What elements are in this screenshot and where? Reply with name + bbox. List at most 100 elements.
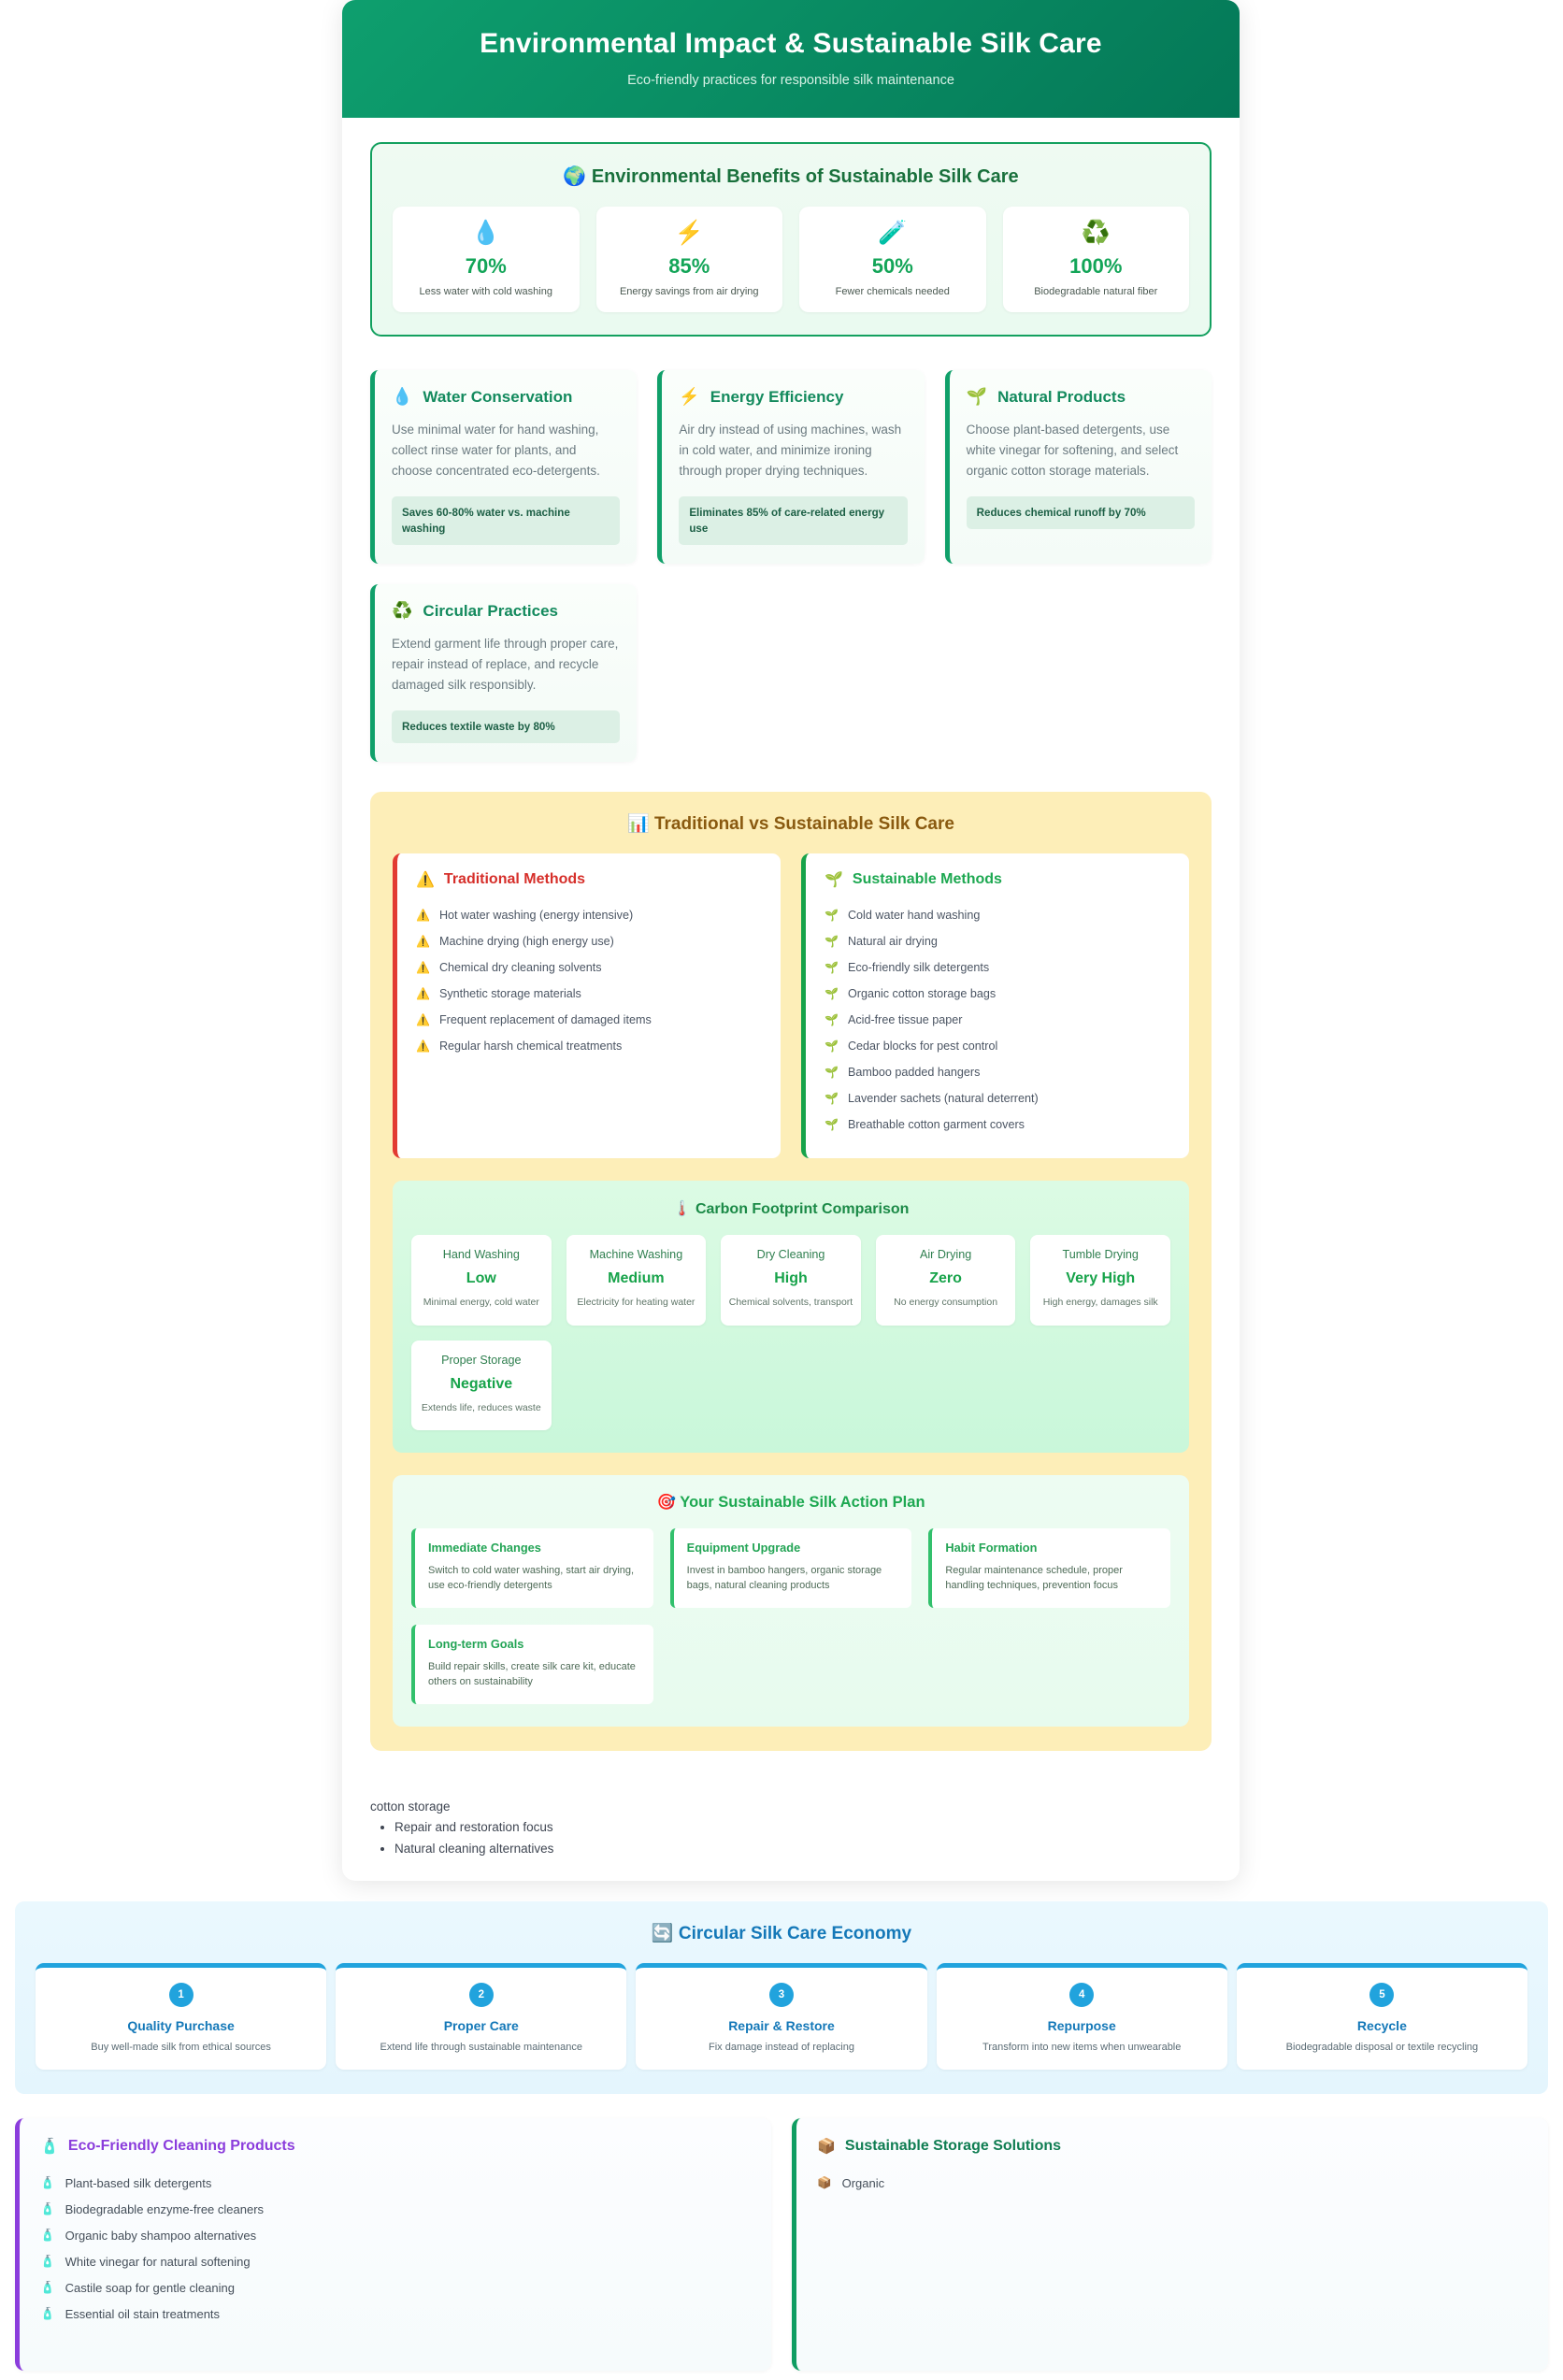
list-item: 🌱Bamboo padded hangers xyxy=(825,1059,1170,1085)
action-card-desc: Invest in bamboo hangers, organic storag… xyxy=(686,1564,882,1592)
practice-card-energy-efficiency: ⚡ Energy Efficiency Air dry instead of u… xyxy=(657,370,925,565)
sustainable-storage-solutions-panel: 📦 Sustainable Storage Solutions 📦Organic xyxy=(792,2117,1548,2371)
step-desc: Fix damage instead of replacing xyxy=(709,2041,854,2053)
step-number-badge: 4 xyxy=(1069,1982,1095,2007)
seedling-icon: 🌱 xyxy=(825,934,839,948)
action-plan-grid-row-2: Long-term Goals Build repair skills, cre… xyxy=(411,1624,1170,1704)
soap-bottle-icon: 🧴 xyxy=(40,2138,59,2155)
grid-spacer xyxy=(876,1341,1016,1430)
list-item: ⚠️ Machine drying (high energy use) xyxy=(416,928,762,954)
stat-card: ⚡ 85% Energy savings from air drying xyxy=(595,207,782,312)
list-item-text: Organic baby shampoo alternatives xyxy=(65,2229,257,2244)
circular-economy-grid: 1 Quality Purchase Buy well-made silk fr… xyxy=(36,1962,1527,2070)
list-item: 🌱Cold water hand washing xyxy=(825,902,1170,928)
recycle-icon: ♻️ xyxy=(1081,220,1111,246)
warning-icon: ⚠️ xyxy=(416,934,430,948)
carbon-note: Chemical solvents, transport xyxy=(728,1297,853,1309)
stat-value: 100% xyxy=(1069,254,1123,278)
list-item: ⚠️Hot water washing (energy intensive) xyxy=(416,902,762,928)
practice-title: 💧 Water Conservation xyxy=(392,387,620,407)
list-item: Repair and restoration focus xyxy=(394,1817,1212,1839)
soap-bottle-icon: 🧴 xyxy=(40,2281,55,2295)
stat-card: ♻️ 100% Biodegradable natural fiber xyxy=(1002,207,1189,312)
main-card: Environmental Impact & Sustainable Silk … xyxy=(342,0,1240,1881)
list-item-text: Biodegradable enzyme-free cleaners xyxy=(65,2202,265,2217)
water-drop-icon: 💧 xyxy=(392,387,413,406)
economy-step-repurpose: 4 Repurpose Transform into new items whe… xyxy=(936,1962,1227,2070)
stat-card: 🧪 50% Fewer chemicals needed xyxy=(799,207,986,312)
step-title: Repurpose xyxy=(1047,2017,1116,2033)
carbon-level: Negative xyxy=(450,1375,513,1392)
practice-title-text: Circular Practices xyxy=(423,601,559,620)
stat-label: Energy savings from air drying xyxy=(619,286,759,297)
action-card-desc: Build repair skills, create silk care ki… xyxy=(428,1660,636,1688)
stat-card: 💧 70% Less water with cold washing xyxy=(393,207,580,312)
seedling-icon: 🌱 xyxy=(825,1117,839,1131)
traditional-methods-title: ⚠️ Traditional Methods xyxy=(416,870,762,889)
action-card-habit-formation: Habit Formation Regular maintenance sche… xyxy=(928,1527,1170,1608)
practice-impact-badge: Reduces textile waste by 80% xyxy=(392,710,621,744)
comparison-columns: ⚠️ Traditional Methods ⚠️Hot water washi… xyxy=(393,853,1189,1159)
practice-description: Extend garment life through proper care,… xyxy=(392,637,619,693)
list-item: 🌱 Eco-friendly silk detergents xyxy=(825,954,1170,981)
action-plan-grid-row-1: Immediate Changes Switch to cold water w… xyxy=(411,1527,1170,1608)
trailing-text-fragment: cotton storage Repair and restoration fo… xyxy=(342,1783,1240,1881)
action-card-desc: Switch to cold water washing, start air … xyxy=(428,1564,635,1592)
seedling-icon: 🌱 xyxy=(825,960,839,974)
soap-bottle-icon: 🧴 xyxy=(40,2176,55,2190)
carbon-note: No energy consumption xyxy=(894,1297,998,1309)
circular-economy-heading: 🔄 Circular Silk Care Economy xyxy=(651,1923,912,1943)
list-item: ⚠️Frequent replacement of damaged items xyxy=(416,1007,762,1033)
action-card-title: Equipment Upgrade xyxy=(686,1540,801,1555)
carbon-card: Proper Storage Negative Extends life, re… xyxy=(411,1340,552,1430)
soap-bottle-icon: 🧴 xyxy=(40,2202,55,2216)
step-title: Quality Purchase xyxy=(127,2017,235,2033)
list-item: 🌱Natural air drying xyxy=(825,928,1170,954)
seedling-icon: 🌱 xyxy=(825,1091,839,1105)
practice-grid-row-2: ♻️ Circular Practices Extend garment lif… xyxy=(370,584,1212,763)
eco-friendly-cleaning-products-panel: 🧴 Eco-Friendly Cleaning Products 🧴Plant-… xyxy=(15,2117,771,2371)
carbon-method: Air Drying xyxy=(919,1248,972,1262)
list-item-text: Bamboo padded hangers xyxy=(847,1065,981,1079)
grid-spacer xyxy=(566,1341,707,1430)
list-item-text: Plant-based silk detergents xyxy=(65,2176,212,2191)
soap-bottle-icon: 🧴 xyxy=(40,2255,55,2269)
practice-title: ♻️ Circular Practices xyxy=(392,601,620,621)
practice-card-circular-practices: ♻️ Circular Practices Extend garment lif… xyxy=(370,584,638,763)
stat-label: Biodegradable natural fiber xyxy=(1034,286,1158,297)
list-item: 🌱Breathable cotton garment covers xyxy=(825,1111,1170,1138)
list-item: 🌱Lavender sachets (natural deterrent) xyxy=(825,1085,1170,1111)
carbon-level: Medium xyxy=(608,1270,665,1287)
seedling-icon: 🌱 xyxy=(825,1039,839,1053)
step-number-badge: 5 xyxy=(1369,1982,1395,2007)
carbon-card: Machine Washing Medium Electricity for h… xyxy=(566,1235,707,1326)
carbon-grid-row-1: Hand Washing Low Minimal energy, cold wa… xyxy=(411,1235,1170,1326)
carbon-card: Air Drying Zero No energy consumption xyxy=(875,1235,1016,1326)
seedling-icon: 🌱 xyxy=(825,908,839,922)
grid-spacer xyxy=(721,1341,861,1430)
warning-icon: ⚠️ xyxy=(416,908,430,922)
traditional-methods-column: ⚠️ Traditional Methods ⚠️Hot water washi… xyxy=(393,853,781,1159)
seedling-icon: 🌱 xyxy=(825,872,843,889)
carbon-note: Electricity for heating water xyxy=(577,1297,695,1309)
action-card-desc: Regular maintenance schedule, proper han… xyxy=(945,1564,1123,1592)
action-plan-heading: 🎯 Your Sustainable Silk Action Plan xyxy=(656,1493,925,1511)
lightning-bolt-icon: ⚡ xyxy=(679,387,700,406)
list-item: 🌱Organic cotton storage bags xyxy=(825,981,1170,1007)
seedling-icon: 🌱 xyxy=(825,1012,839,1026)
benefits-heading: 🌍 Environmental Benefits of Sustainable … xyxy=(563,166,1019,187)
list-item: 🌱Acid-free tissue paper xyxy=(825,1007,1170,1033)
card-body: 🌍 Environmental Benefits of Sustainable … xyxy=(342,118,1240,1783)
carbon-method: Machine Washing xyxy=(589,1248,683,1262)
list-item-text: Eco-friendly silk detergents xyxy=(847,960,990,974)
carbon-level: Very High xyxy=(1066,1270,1136,1287)
stat-label: Fewer chemicals needed xyxy=(835,286,950,297)
action-card-title: Long-term Goals xyxy=(428,1636,524,1651)
practice-impact-badge: Eliminates 85% of care-related energy us… xyxy=(679,495,908,546)
list-item-text: Machine drying (high energy use) xyxy=(438,934,614,948)
carbon-card: Hand Washing Low Minimal energy, cold wa… xyxy=(411,1235,552,1326)
warning-icon: ⚠️ xyxy=(416,1039,430,1053)
carbon-heading: 🌡️ Carbon Footprint Comparison xyxy=(672,1201,910,1218)
practice-title-text: Energy Efficiency xyxy=(710,387,844,406)
storage-solutions-title-text: Sustainable Storage Solutions xyxy=(844,2137,1062,2154)
